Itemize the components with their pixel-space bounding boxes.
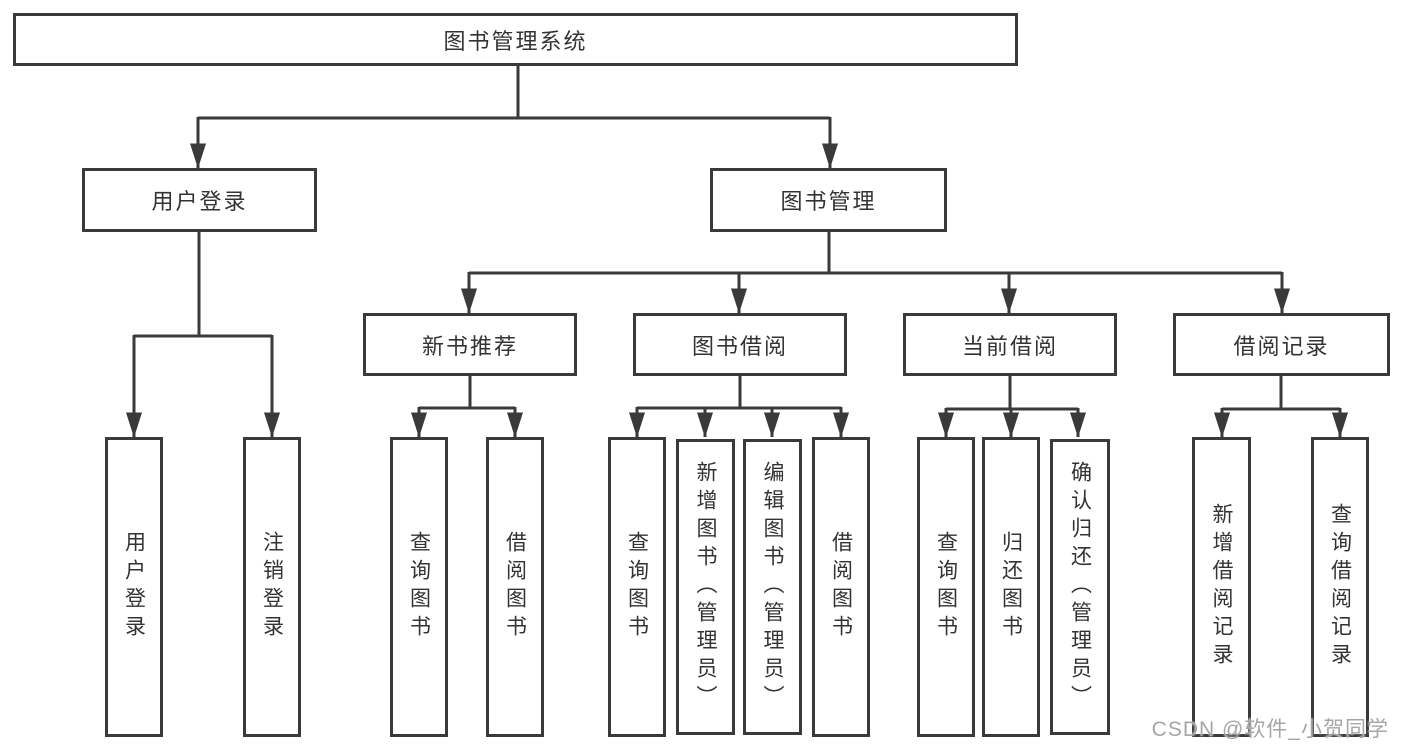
leaf-current-query-book: 查询图书: [917, 437, 975, 737]
leaf-recommend-query-book: 查询图书: [390, 437, 448, 737]
leaf-borrow-borrow-book: 借阅图书: [812, 437, 870, 737]
leaf-return-book: 归还图书: [982, 437, 1040, 737]
node-root-system: 图书管理系统: [13, 13, 1018, 66]
node-new-book-recommend: 新书推荐: [363, 313, 577, 376]
leaf-current-query-book-label: 查询图书: [934, 531, 958, 643]
leaf-borrow-query-book: 查询图书: [608, 437, 666, 737]
node-borrow-record: 借阅记录: [1173, 313, 1390, 376]
node-book-management: 图书管理: [710, 168, 947, 232]
leaf-confirm-return-admin: 确认归还（管理员）: [1050, 439, 1110, 735]
leaf-query-borrow-record-label: 查询借阅记录: [1328, 503, 1352, 671]
csdn-watermark: CSDN @软件_小贺同学: [1151, 718, 1389, 741]
leaf-return-book-label: 归还图书: [999, 531, 1023, 643]
leaf-borrow-borrow-book-label: 借阅图书: [829, 531, 853, 643]
leaf-add-book-admin-label: 新增图书（管理员）: [694, 461, 717, 713]
leaf-add-book-admin: 新增图书（管理员）: [676, 439, 735, 735]
node-current-borrow: 当前借阅: [903, 313, 1117, 376]
leaf-add-borrow-record: 新增借阅记录: [1192, 437, 1251, 737]
leaf-user-login: 用户登录: [105, 437, 163, 737]
leaf-add-borrow-record-label: 新增借阅记录: [1210, 503, 1233, 671]
leaf-confirm-return-admin-label: 确认归还（管理员）: [1068, 461, 1092, 713]
leaf-borrow-query-book-label: 查询图书: [625, 531, 649, 643]
leaf-recommend-borrow-book-label: 借阅图书: [503, 531, 527, 643]
leaf-recommend-borrow-book: 借阅图书: [486, 437, 544, 737]
node-user-login: 用户登录: [82, 168, 317, 232]
leaf-user-login-label: 用户登录: [122, 531, 146, 643]
leaf-logout: 注销登录: [243, 437, 301, 737]
leaf-edit-book-admin: 编辑图书（管理员）: [743, 439, 802, 735]
leaf-recommend-query-book-label: 查询图书: [407, 531, 431, 643]
leaf-edit-book-admin-label: 编辑图书（管理员）: [761, 461, 784, 713]
leaf-logout-label: 注销登录: [260, 531, 284, 643]
node-book-borrow: 图书借阅: [633, 313, 847, 376]
leaf-query-borrow-record: 查询借阅记录: [1311, 437, 1369, 737]
